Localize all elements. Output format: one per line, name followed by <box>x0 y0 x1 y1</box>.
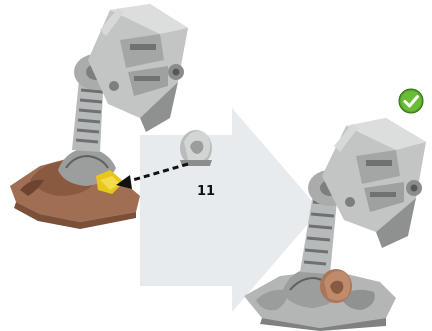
check-circle-icon <box>398 88 424 114</box>
part-number-label: 11 <box>197 184 215 199</box>
attached-part-11 <box>320 269 352 303</box>
part-11-shell <box>180 130 212 166</box>
